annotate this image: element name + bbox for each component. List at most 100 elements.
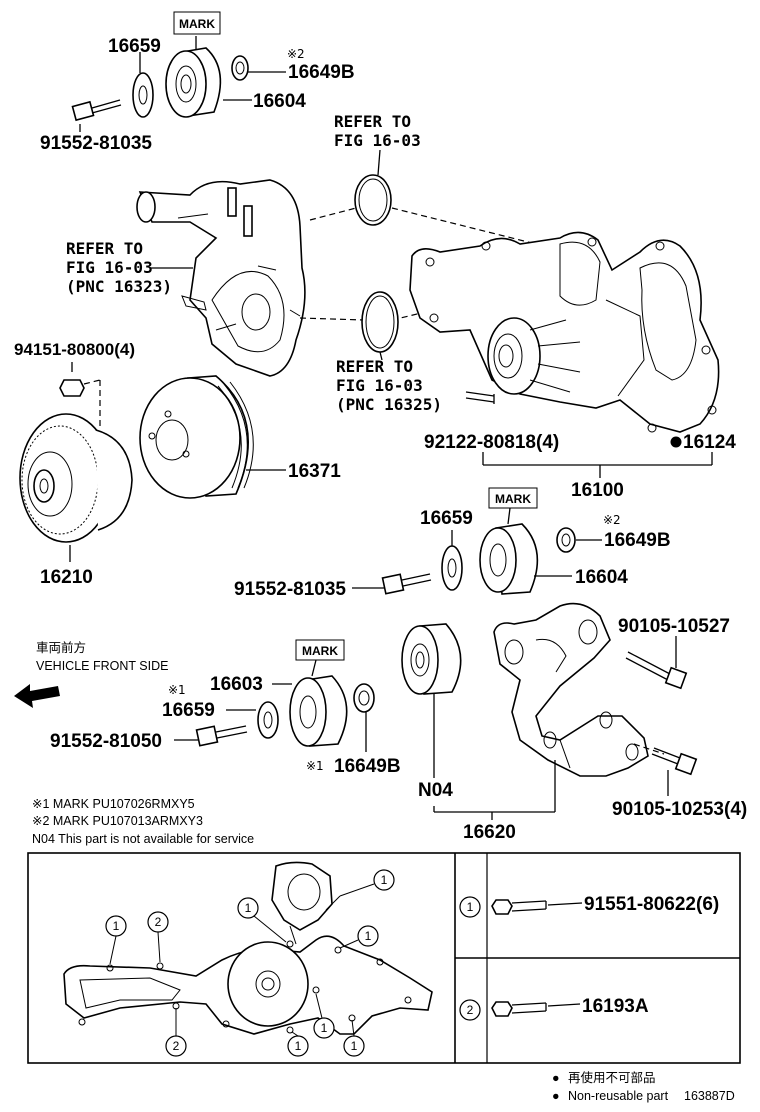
fan-clutch-16210-drawing — [19, 413, 133, 543]
part-number-16210: 16210 — [40, 567, 93, 588]
part-number-16659-low: 16659 — [162, 700, 215, 721]
part-number-90105-10253: 90105-10253(4) — [612, 799, 747, 820]
front-arrow-icon — [14, 684, 60, 708]
svg-text:1: 1 — [113, 919, 120, 933]
part-number-16371: 16371 — [288, 461, 341, 482]
refer-note-c: REFER TO FIG 16-03 (PNC 16325) — [336, 357, 442, 414]
bolt-91551-80622-drawing — [491, 899, 547, 915]
part-number-16193a: 16193A — [582, 996, 649, 1017]
mark-label-low: MARK — [302, 644, 338, 658]
part-number-16620: 16620 — [463, 822, 516, 843]
star1-note-16649b: ※1 — [306, 759, 324, 773]
legend-text-en: Non-reusable part — [568, 1089, 669, 1103]
inset-pump-outline — [63, 861, 433, 1035]
mark-label-mid: MARK — [495, 492, 531, 506]
star2-note-mid: ※2 — [603, 513, 621, 527]
cover-16649b-low-drawing — [353, 683, 375, 713]
washer-16659-mid-drawing — [441, 545, 463, 591]
washer-16659-low-drawing — [257, 701, 279, 739]
part-number-92122-80818: 92122-80818(4) — [424, 432, 559, 453]
part-number-16649b-low: 16649B — [334, 756, 401, 777]
mark-label-top: MARK — [179, 17, 215, 31]
legend-callout-1 — [459, 896, 481, 918]
part-number-16649b-top: 16649B — [288, 62, 355, 83]
part-number-16659-mid: 16659 — [420, 508, 473, 529]
part-number-16604-top: 16604 — [253, 91, 306, 112]
pulley-16603-drawing — [289, 675, 348, 747]
pulley-16604-top-drawing — [165, 47, 222, 118]
legend-text-jp: 再使用不可部品 — [568, 1070, 656, 1085]
idler-n04-drawing — [401, 623, 462, 695]
bolt-16193a-drawing — [491, 1001, 547, 1017]
refer-note-b: REFER TO FIG 16-03 (PNC 16323) — [66, 239, 172, 296]
bolt-91552-81050-drawing — [195, 725, 248, 747]
svg-text:FIG 16-03: FIG 16-03 — [336, 376, 423, 395]
legend-callout-2 — [459, 999, 481, 1021]
svg-text:1: 1 — [365, 929, 372, 943]
bolt-91552-81035-top-drawing — [71, 99, 122, 122]
part-number-16124: 16124 — [683, 432, 736, 453]
cover-16649b-top-drawing — [231, 55, 249, 81]
illustration-code: 163887D — [684, 1089, 735, 1103]
svg-text:REFER TO: REFER TO — [334, 112, 411, 131]
refer-note-a: REFER TO FIG 16-03 — [334, 112, 421, 150]
top-idler-group: MARK 16659 ※2 16649B 16604 91552-81035 — [40, 11, 355, 154]
part-number-91551-80622: 91551-80622(6) — [584, 894, 719, 915]
svg-text:FIG 16-03: FIG 16-03 — [66, 258, 153, 277]
bolt-91552-81035-mid-drawing — [381, 573, 432, 595]
inset-callouts: 1 2 1 1 1 2 1 1 1 — [105, 869, 395, 1057]
non-reusable-legend: ● 再使用不可部品 ● Non-reusable part 163887D — [552, 1070, 735, 1103]
svg-text:REFER TO: REFER TO — [336, 357, 413, 376]
legend-bullet-jp: ● — [552, 1071, 560, 1085]
vehicle-front-jp: 車両前方 — [36, 640, 86, 655]
svg-text:1: 1 — [321, 1021, 328, 1035]
svg-text:REFER TO: REFER TO — [66, 239, 143, 258]
svg-text:(PNC 16325): (PNC 16325) — [336, 395, 442, 414]
svg-text:1: 1 — [381, 873, 388, 887]
star1-note-16659: ※1 — [168, 683, 186, 697]
part-number-91552-81050: 91552-81050 — [50, 731, 162, 752]
part-number-16604-mid: 16604 — [575, 567, 628, 588]
bolt-90105-10253-drawing — [633, 743, 698, 776]
svg-text:2: 2 — [155, 915, 162, 929]
part-number-n04: N04 — [418, 780, 453, 801]
footnote-n04: N04 This part is not available for servi… — [32, 832, 254, 846]
part-number-91552-81035-top: 91552-81035 — [40, 133, 152, 154]
lower-idler-group: MARK 16603 ※1 16659 ※1 16649B 91552-8105… — [50, 639, 401, 777]
part-number-16603: 16603 — [210, 674, 263, 695]
part-number-90105-10527: 90105-10527 — [618, 616, 730, 637]
svg-text:FIG 16-03: FIG 16-03 — [334, 131, 421, 150]
svg-text:2: 2 — [173, 1039, 180, 1053]
water-pump-assy-drawing — [409, 231, 720, 433]
middle-idler-group: MARK 16659 ※2 16649B 16604 91552-81035 — [234, 487, 671, 600]
vehicle-front-en: VEHICLE FRONT SIDE — [36, 659, 168, 673]
water-inlet-housing-drawing — [136, 179, 306, 377]
legend-bullet-en: ● — [552, 1089, 560, 1103]
svg-text:(PNC 16323): (PNC 16323) — [66, 277, 172, 296]
washer-16659-top-drawing — [132, 72, 154, 118]
fan-pulley-16371-drawing — [139, 375, 254, 499]
cover-16649b-mid-drawing — [556, 527, 576, 553]
svg-text:1: 1 — [295, 1039, 302, 1053]
o-ring-upper-drawing — [354, 174, 392, 226]
svg-text:1: 1 — [245, 901, 252, 915]
tensioner-bracket-drawing — [493, 602, 649, 777]
nut-94151-drawing — [59, 379, 85, 397]
part-number-16649b-mid: 16649B — [604, 530, 671, 551]
part-number-94151-80800: 94151-80800(4) — [14, 340, 135, 359]
part-number-16659-top: 16659 — [108, 36, 161, 57]
svg-text:2: 2 — [467, 1003, 474, 1017]
footnote-mark2: ※2 MARK PU107013ARMXY3 — [32, 814, 203, 828]
pulley-16604-mid-drawing — [479, 523, 539, 595]
bolt-90105-10527-drawing — [625, 651, 688, 690]
stud-92122-drawing — [465, 391, 495, 404]
bolt-location-inset: 1 2 1 1 1 2 1 1 1 — [27, 852, 741, 1064]
footnote-mark1: ※1 MARK PU107026RMXY5 — [32, 797, 195, 811]
svg-text:1: 1 — [351, 1039, 358, 1053]
o-ring-lower-drawing — [361, 291, 399, 353]
star2-note-top: ※2 — [287, 47, 305, 61]
svg-text:1: 1 — [467, 900, 474, 914]
part-number-16100: 16100 — [571, 480, 624, 501]
part-number-91552-81035-mid: 91552-81035 — [234, 579, 346, 600]
